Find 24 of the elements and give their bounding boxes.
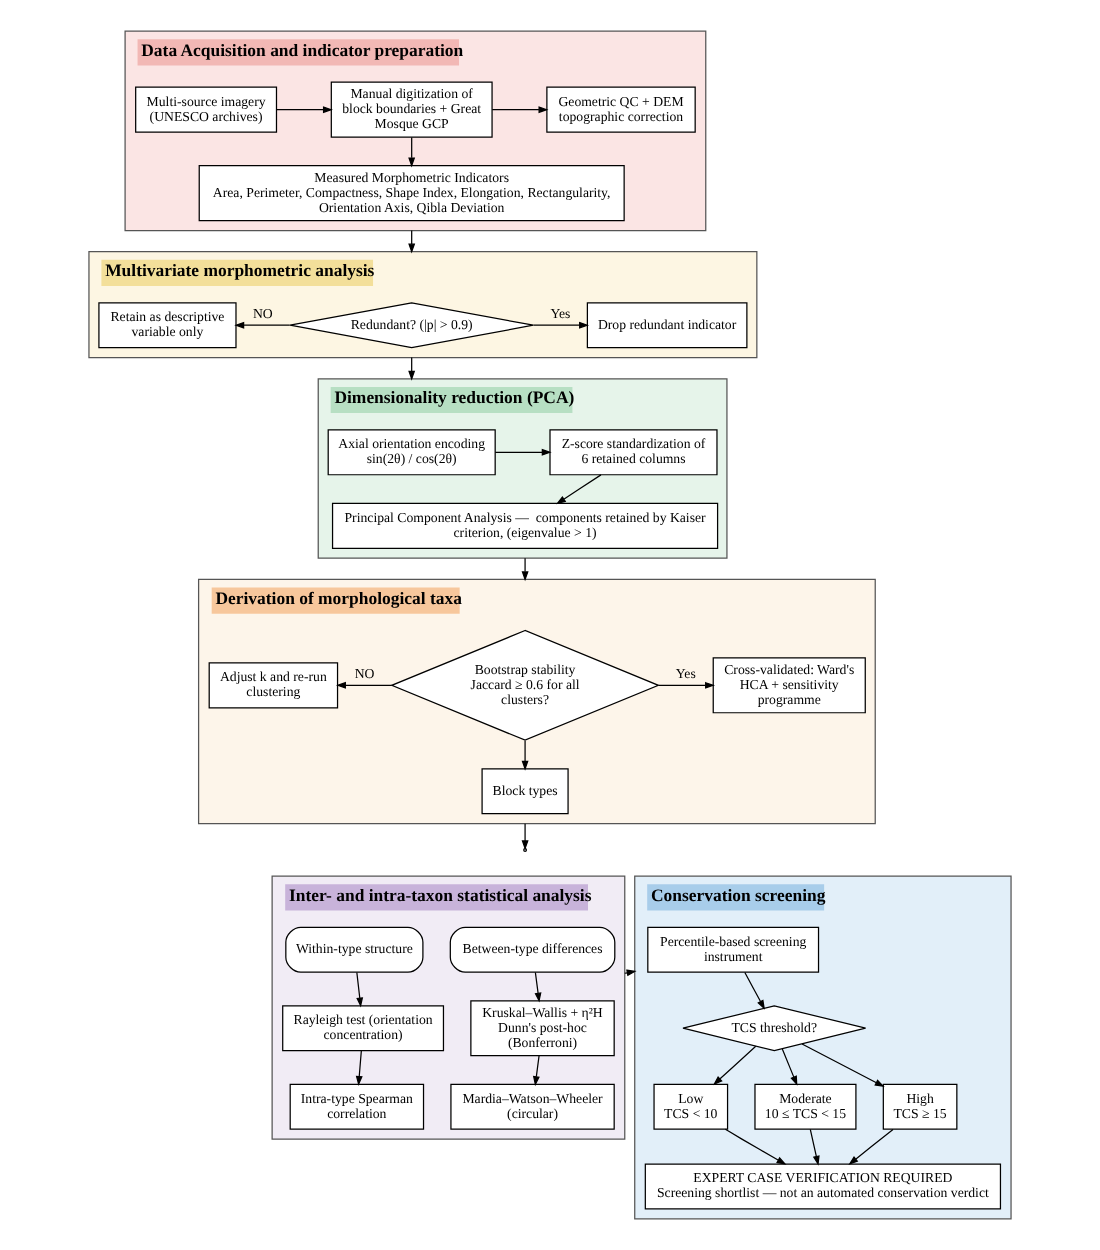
arrow [521, 740, 529, 771]
arrow [848, 1128, 894, 1165]
arrow [624, 969, 637, 977]
arrow [355, 1050, 363, 1086]
arrow [491, 106, 549, 114]
arrow [534, 971, 542, 1003]
arrow [724, 1128, 787, 1165]
arrow [356, 971, 364, 1008]
arrow [658, 681, 716, 689]
arrow [494, 448, 552, 456]
arrow [532, 1055, 540, 1087]
arrow [712, 1045, 757, 1086]
arrow [234, 321, 291, 329]
arrow [801, 1043, 885, 1088]
arrow [408, 136, 416, 168]
arrow [532, 321, 590, 329]
arrow [556, 474, 602, 505]
arrow [335, 681, 393, 689]
arrow [521, 823, 529, 851]
arrow [809, 1128, 820, 1166]
arrow [744, 971, 766, 1010]
arrow [521, 557, 529, 582]
arrow [781, 1048, 798, 1086]
arrow [276, 106, 333, 114]
